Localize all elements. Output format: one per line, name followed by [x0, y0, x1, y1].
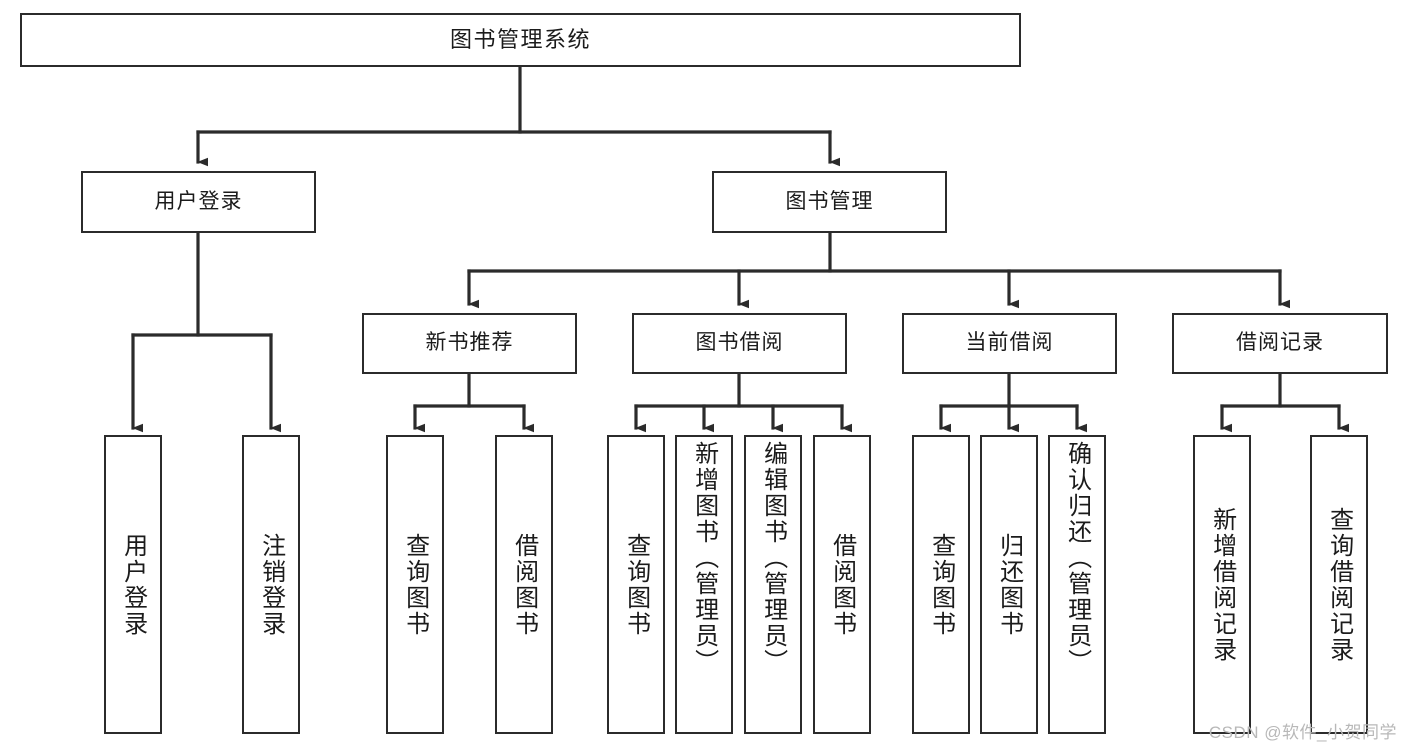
node-book-management-system[interactable]: 图书管理系统 [20, 13, 1021, 67]
node-label: 查询图书 [401, 532, 429, 637]
leaf-logout-login[interactable]: 注销登录 [242, 435, 300, 734]
leaf-query-book-recommend[interactable]: 查询图书 [386, 435, 444, 734]
leaf-add-borrow-record[interactable]: 新增借阅记录 [1193, 435, 1251, 734]
leaf-confirm-return-admin[interactable]: 确认归还（管理员） [1048, 435, 1106, 734]
node-label: 新书推荐 [425, 331, 514, 355]
leaf-user-login[interactable]: 用户登录 [104, 435, 162, 734]
node-label: 用户登录 [154, 189, 243, 213]
node-book-manage[interactable]: 图书管理 [712, 171, 947, 233]
node-label: 查询借阅记录 [1325, 506, 1353, 663]
node-label: 确认归还（管理员） [1063, 441, 1091, 675]
leaf-add-book-admin[interactable]: 新增图书（管理员） [675, 435, 733, 734]
node-borrow-record[interactable]: 借阅记录 [1172, 313, 1388, 374]
node-label: 新增借阅记录 [1208, 506, 1236, 663]
node-current-borrow[interactable]: 当前借阅 [902, 313, 1117, 374]
node-label: 借阅记录 [1236, 331, 1324, 355]
node-user-login[interactable]: 用户登录 [81, 171, 316, 233]
leaf-query-book-current[interactable]: 查询图书 [912, 435, 970, 734]
leaf-query-borrow-record[interactable]: 查询借阅记录 [1310, 435, 1368, 734]
node-new-book-recommend[interactable]: 新书推荐 [362, 313, 577, 374]
node-label: 归还图书 [995, 532, 1023, 637]
node-label: 编辑图书（管理员） [759, 441, 787, 675]
leaf-borrow-book-recommend[interactable]: 借阅图书 [495, 435, 553, 734]
node-label: 借阅图书 [510, 532, 538, 637]
node-label: 查询图书 [622, 532, 650, 637]
watermark-text: CSDN @软件_小贺同学 [1208, 723, 1397, 742]
node-label: 用户登录 [119, 532, 147, 637]
node-label: 借阅图书 [828, 532, 856, 637]
node-label: 注销登录 [257, 532, 285, 637]
leaf-return-book[interactable]: 归还图书 [980, 435, 1038, 734]
node-label: 图书管理 [785, 189, 874, 213]
node-label: 查询图书 [927, 532, 955, 637]
node-label: 新增图书（管理员） [690, 441, 718, 675]
node-label: 图书借阅 [695, 331, 784, 355]
node-label: 图书管理系统 [449, 27, 591, 53]
node-label: 当前借阅 [965, 331, 1054, 355]
leaf-edit-book-admin[interactable]: 编辑图书（管理员） [744, 435, 802, 734]
leaf-borrow-book[interactable]: 借阅图书 [813, 435, 871, 734]
node-book-borrow[interactable]: 图书借阅 [632, 313, 847, 374]
leaf-query-book-borrow[interactable]: 查询图书 [607, 435, 665, 734]
